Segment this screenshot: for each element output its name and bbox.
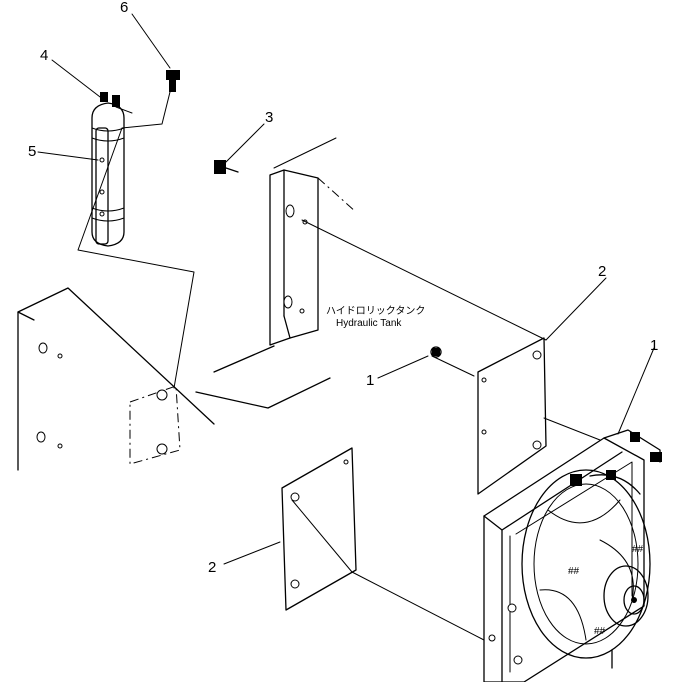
bolt-part-3 (214, 160, 239, 174)
callout-2-lower: 2 (208, 559, 216, 576)
callout-4: 4 (40, 47, 48, 64)
receiver-drier-tank (91, 92, 133, 247)
callout-leaders (37, 13, 655, 565)
condenser-fan-unit: ## ## ## (483, 429, 662, 682)
frame-panel (17, 287, 331, 471)
callout-1-right: 1 (650, 337, 658, 354)
bolt-part-6 (166, 70, 180, 92)
svg-text:##: ## (594, 626, 606, 637)
tank-label-en: Hydraulic Tank (336, 318, 402, 329)
cover-plate-upper (477, 337, 547, 495)
tank-bracket (269, 137, 357, 346)
nut-part-1 (430, 346, 442, 358)
tank-label-jp: ハイドロリックタンク (326, 305, 425, 317)
callout-2-upper: 2 (598, 263, 606, 280)
cover-plate-lower (281, 447, 357, 611)
callout-1-left: 1 (366, 372, 374, 389)
callout-6: 6 (120, 0, 128, 16)
callout-3: 3 (265, 109, 273, 126)
svg-text:##: ## (632, 544, 644, 555)
callout-5: 5 (28, 143, 36, 160)
svg-text:##: ## (568, 566, 580, 577)
